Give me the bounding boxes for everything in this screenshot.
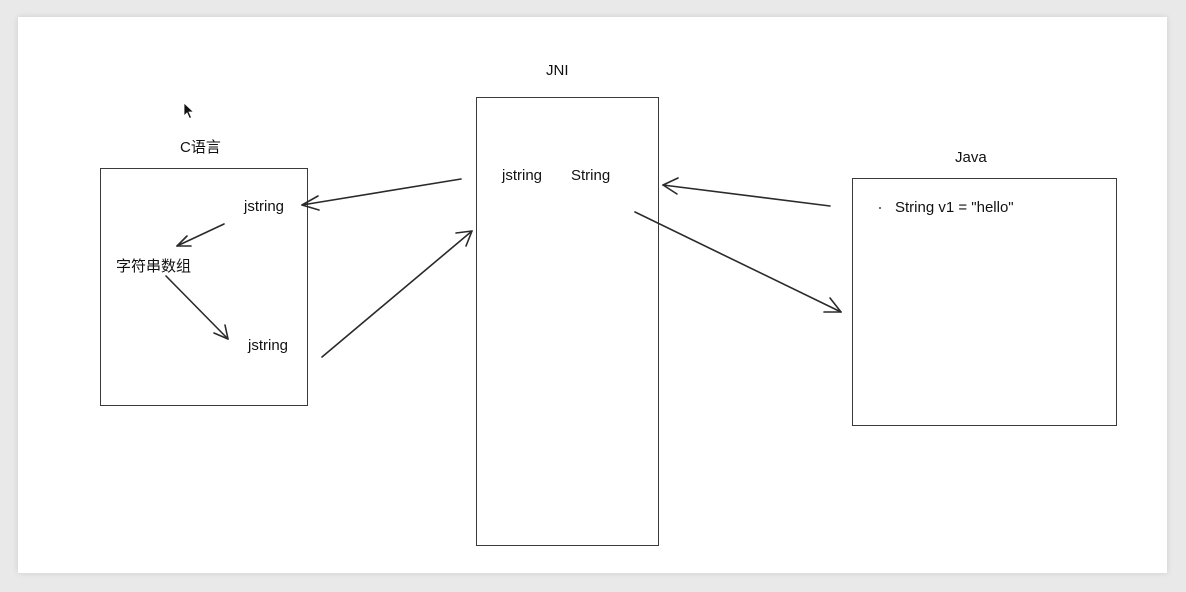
jni-jstring-label: jstring <box>502 167 543 184</box>
jni-string-label: String <box>571 167 611 184</box>
jni-box <box>476 97 659 546</box>
java-title: Java <box>955 149 987 166</box>
c-box <box>100 168 308 406</box>
arrow-jstring-to-char-array <box>176 223 225 247</box>
mouse-pointer-icon <box>183 102 195 120</box>
java-code-label: String v1 = "hello" <box>895 199 1014 216</box>
whiteboard-canvas[interactable] <box>18 17 1167 573</box>
arrow-java-to-jni <box>662 177 831 207</box>
text-caret-dot <box>879 207 881 209</box>
c-jstring-bottom-label: jstring <box>248 337 289 354</box>
arrow-jni-to-c-jstring <box>301 178 462 211</box>
c-title: C语言 <box>180 139 221 156</box>
c-char-array-label: 字符串数组 <box>116 258 192 275</box>
arrow-jni-to-java <box>634 211 842 313</box>
java-box <box>852 178 1117 426</box>
arrow-c-to-jni <box>321 230 473 358</box>
jni-title: JNI <box>546 62 569 79</box>
arrow-char-array-to-jstring <box>165 275 229 340</box>
c-jstring-top-label: jstring <box>244 198 285 215</box>
